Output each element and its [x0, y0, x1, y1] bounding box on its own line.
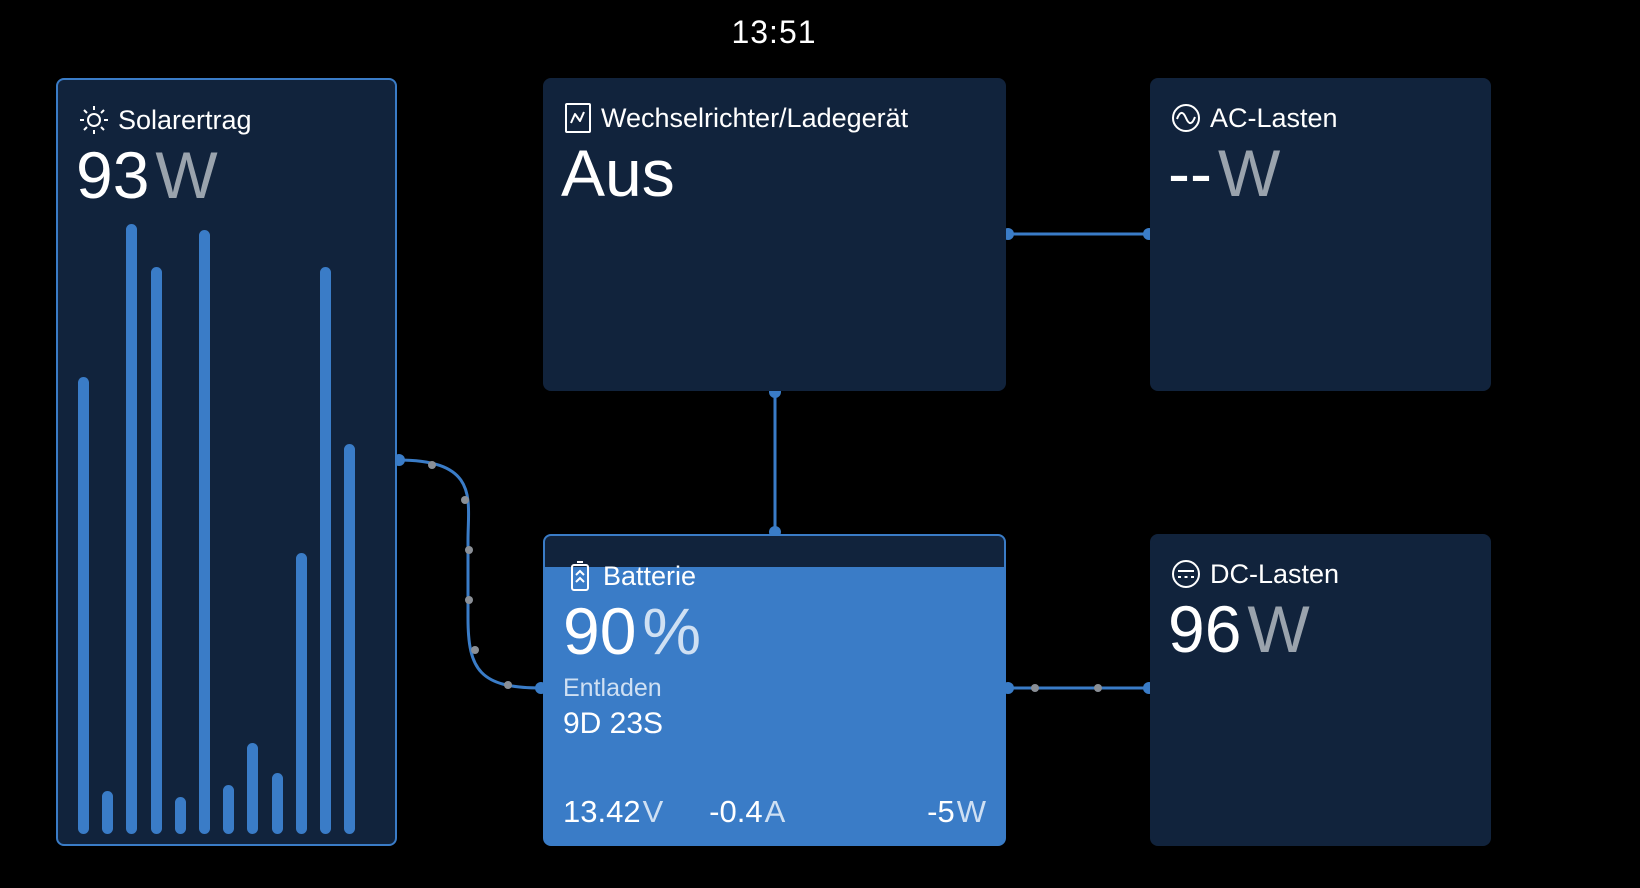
- inverter-icon: [563, 102, 593, 134]
- solar-yield-header: Solarertrag: [78, 104, 252, 136]
- solar-history-bar: [150, 266, 162, 834]
- ac-loads-panel[interactable]: AC-Lasten --W: [1150, 78, 1491, 391]
- ac-wave-icon: [1170, 102, 1202, 134]
- battery-icon: [565, 560, 595, 592]
- status-clock: 13:51: [731, 14, 817, 50]
- solar-history-bar: [320, 266, 331, 834]
- battery-level-gap: [545, 536, 1004, 567]
- battery-power-unit: W: [956, 794, 986, 829]
- battery-soc-value: 90%: [563, 598, 701, 664]
- solar-history-bar: [126, 224, 138, 834]
- battery-time-to-go: 9D 23S: [563, 707, 664, 740]
- flow-particle: [1094, 684, 1102, 692]
- sun-icon: [78, 104, 110, 136]
- battery-panel[interactable]: Batterie 90% Entladen 9D 23S 13.42V -0.4…: [543, 534, 1006, 846]
- solar-history-bar: [247, 742, 259, 834]
- solar-history-bar: [78, 376, 89, 834]
- flow-particle: [461, 496, 469, 504]
- dc-loads-header: DC-Lasten: [1170, 558, 1339, 590]
- ac-loads-unit: W: [1217, 136, 1281, 210]
- solar-history-bar: [295, 553, 307, 834]
- ac-loads-title: AC-Lasten: [1210, 102, 1338, 133]
- battery-state: Entladen: [563, 674, 662, 702]
- ac-loads-number: --: [1168, 136, 1212, 210]
- flow-particle: [504, 681, 512, 689]
- battery-current-unit: A: [764, 794, 786, 829]
- dc-loads-number: 96: [1168, 592, 1242, 666]
- dc-loads-unit: W: [1247, 592, 1310, 666]
- solar-power-number: 93: [76, 138, 150, 212]
- solar-power-unit: W: [155, 138, 218, 212]
- dc-icon: [1170, 558, 1202, 590]
- inverter-title: Wechselrichter/Ladegerät: [601, 102, 909, 133]
- solar-to-battery-line: [397, 458, 542, 690]
- inverter-header: Wechselrichter/Ladegerät: [563, 102, 908, 134]
- solar-history-bar: [223, 785, 235, 834]
- solar-power-value: 93W: [76, 142, 218, 208]
- battery-voltage: 13.42V: [563, 794, 663, 830]
- flow-particle: [471, 646, 479, 654]
- solar-history-bar: [102, 791, 114, 834]
- dc-loads-value: 96W: [1168, 596, 1310, 662]
- battery-title: Batterie: [603, 560, 697, 591]
- solar-history-bar: [199, 230, 210, 834]
- dc-loads-panel[interactable]: DC-Lasten 96W: [1150, 534, 1491, 846]
- solar-history-chart: [78, 224, 375, 834]
- inverter-state: Aus: [561, 136, 675, 210]
- ac-loads-header: AC-Lasten: [1170, 102, 1338, 134]
- solar-history-bar: [344, 443, 356, 834]
- battery-power: -5W: [927, 794, 986, 830]
- ac-loads-value: --W: [1168, 140, 1280, 206]
- inverter-charger-panel[interactable]: Wechselrichter/Ladegerät Aus: [543, 78, 1006, 391]
- dc-loads-title: DC-Lasten: [1210, 558, 1340, 589]
- battery-current: -0.4A: [709, 794, 785, 830]
- solar-yield-panel[interactable]: Solarertrag 93W: [56, 78, 397, 846]
- solar-history-bar: [271, 773, 283, 834]
- flow-particle: [465, 546, 473, 554]
- solar-yield-title: Solarertrag: [118, 104, 252, 135]
- battery-soc-number: 90: [563, 594, 637, 668]
- flow-particle: [465, 596, 473, 604]
- battery-soc-unit: %: [642, 594, 702, 668]
- flow-particle: [428, 461, 436, 469]
- battery-power-number: -5: [927, 794, 955, 829]
- battery-voltage-number: 13.42: [563, 794, 641, 829]
- solar-history-bar: [174, 797, 186, 834]
- flow-particle: [1031, 684, 1039, 692]
- battery-stats: 13.42V -0.4A -5W: [563, 794, 986, 830]
- battery-current-number: -0.4: [709, 794, 763, 829]
- battery-voltage-unit: V: [642, 794, 664, 829]
- battery-header: Batterie: [565, 560, 696, 592]
